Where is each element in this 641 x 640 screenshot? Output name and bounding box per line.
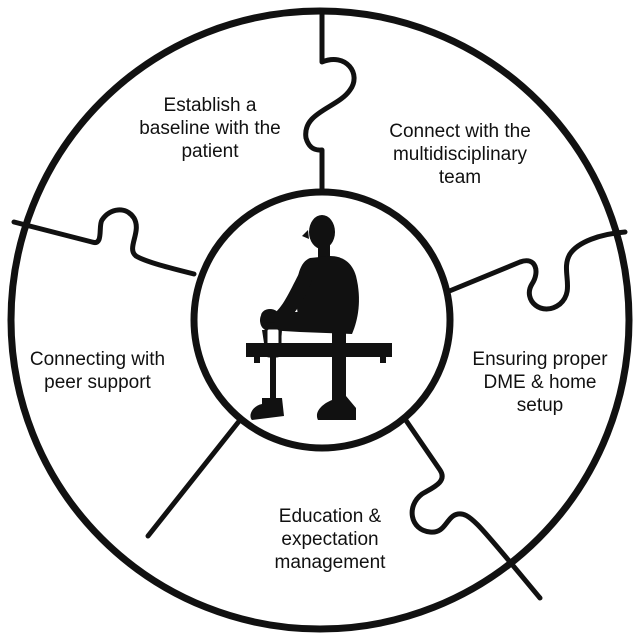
divider-bottom-left	[145, 417, 243, 539]
label-line: setup	[516, 395, 564, 416]
label-line: peer support	[44, 372, 151, 393]
segment-label-peer: Connecting with peer support	[5, 348, 190, 394]
label-line: Connect with the	[389, 121, 531, 142]
segment-label-dme: Ensuring proper DME & home setup	[455, 348, 625, 417]
bench	[246, 343, 392, 357]
divider-top	[303, 9, 357, 195]
divider-right	[444, 229, 628, 312]
label-line: Education &	[278, 506, 382, 527]
segment-label-baseline: Establish a baseline with the patient	[120, 94, 300, 163]
label-line: Connecting with	[29, 349, 166, 370]
label-line: Establish a	[163, 95, 257, 116]
label-line: multidisciplinary	[392, 144, 528, 165]
label-line: patient	[181, 141, 239, 162]
label-line: DME & home	[483, 372, 597, 393]
label-line: management	[274, 552, 386, 573]
label-line: expectation	[281, 529, 379, 550]
divider-left	[11, 207, 197, 277]
label-line: team	[438, 167, 482, 188]
divider-bottom-right	[402, 416, 543, 601]
label-line: Ensuring proper	[472, 349, 608, 370]
segment-label-team: Connect with the multidisciplinary team	[360, 120, 560, 189]
segment-label-education: Education & expectation management	[240, 505, 420, 574]
label-line: baseline with the	[139, 118, 281, 139]
